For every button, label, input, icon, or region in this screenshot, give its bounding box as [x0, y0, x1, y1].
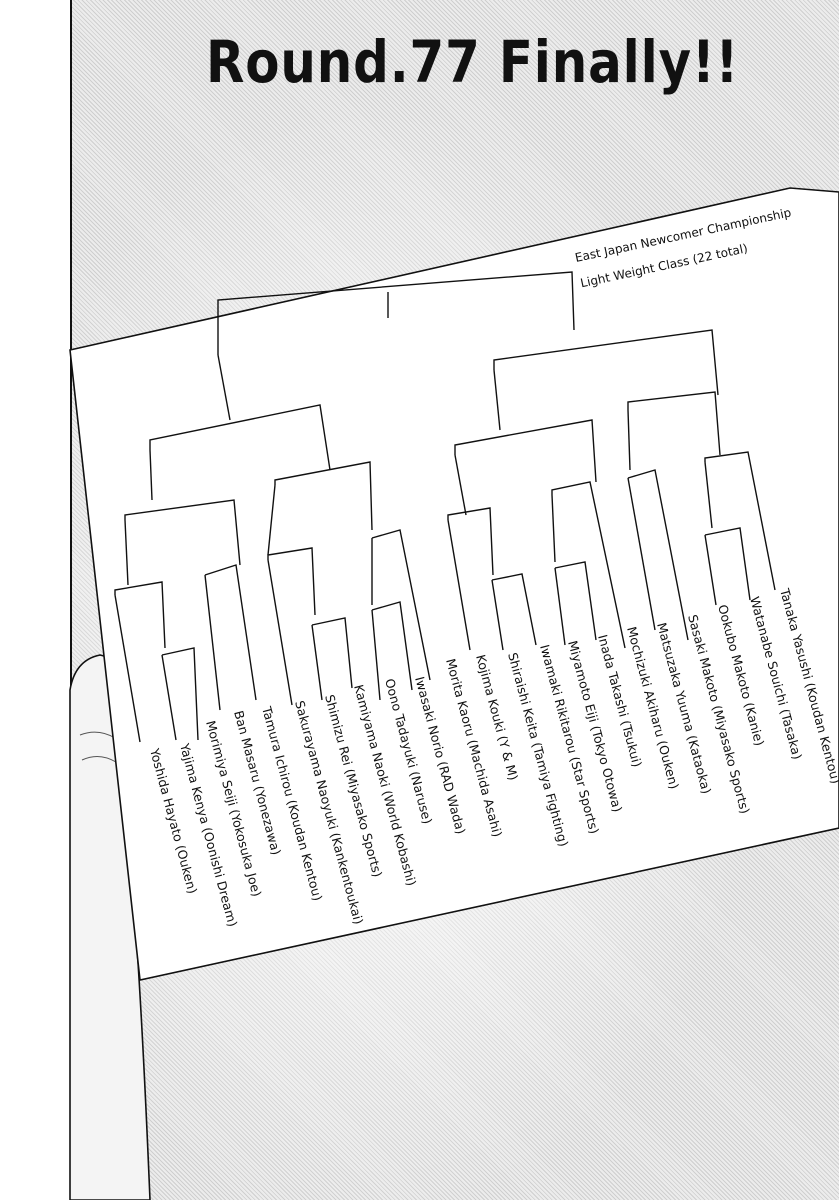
paper-sheet — [69, 187, 839, 981]
bracket-lines — [114, 271, 776, 743]
chapter-title: Round.77 Finally!! — [206, 28, 740, 96]
page-margin — [0, 0, 72, 1200]
